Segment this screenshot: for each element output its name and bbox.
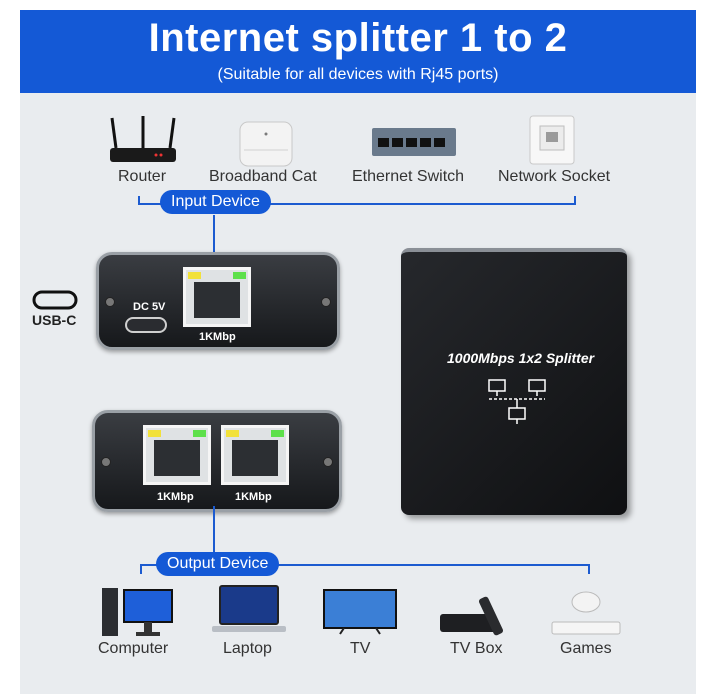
- rj45-socket-icon: [194, 282, 240, 318]
- tv-box-icon: [440, 596, 503, 636]
- output-panel: 1KMbp 1KMbp: [92, 410, 342, 512]
- input-bracket-left: [138, 196, 140, 204]
- computer-icon: [102, 588, 173, 636]
- led-yellow: [188, 272, 201, 279]
- output-label-tv-box: TV Box: [450, 640, 503, 657]
- game-console-icon: [551, 591, 621, 635]
- page-subtitle: (Suitable for all devices with Rj45 port…: [217, 66, 499, 83]
- output-label-laptop: Laptop: [223, 640, 272, 657]
- input-label-broadband-cat: Broadband Cat: [209, 168, 317, 185]
- title-banner: Internet splitter 1 to 2 (Suitable for a…: [20, 10, 696, 93]
- usb-c-label: USB-C: [32, 312, 77, 328]
- rj45-output-port-2: [221, 425, 289, 485]
- input-label-ethernet-switch: Ethernet Switch: [352, 168, 465, 185]
- laptop-icon: [212, 585, 286, 632]
- network-socket-icon: [529, 115, 575, 165]
- screw-icon: [323, 457, 333, 467]
- led-green: [271, 430, 284, 437]
- usb-c-icon: [32, 290, 78, 310]
- input-panel: DC 5V 1KMbp: [96, 252, 340, 350]
- input-bracket-line: [138, 203, 576, 205]
- input-port-label: 1KMbp: [199, 331, 236, 343]
- led-yellow: [148, 430, 161, 437]
- ethernet-switch-icon: [372, 128, 456, 156]
- output-label-computer: Computer: [98, 640, 169, 657]
- led-green: [193, 430, 206, 437]
- output-device-label: Output Device: [156, 552, 280, 576]
- router-icon: [110, 116, 176, 162]
- screw-icon: [101, 457, 111, 467]
- tv-icon: [323, 589, 397, 635]
- led-green: [233, 272, 246, 279]
- input-bracket-right: [574, 196, 576, 204]
- input-link-line: [213, 215, 215, 269]
- output-label-games: Games: [560, 640, 612, 657]
- network-topology-icon: [488, 379, 546, 424]
- input-label-router: Router: [118, 168, 167, 185]
- broadband-cat-icon: [239, 121, 293, 167]
- output-port-label-2: 1KMbp: [235, 491, 272, 503]
- rj45-socket-icon: [154, 440, 200, 476]
- output-bracket-right: [588, 564, 590, 574]
- input-device-label: Input Device: [160, 190, 271, 214]
- output-bracket-left: [140, 564, 142, 574]
- output-label-tv: TV: [350, 640, 371, 657]
- led-yellow: [226, 430, 239, 437]
- input-label-network-socket: Network Socket: [498, 168, 611, 185]
- output-port-label-1: 1KMbp: [157, 491, 194, 503]
- page-title: Internet splitter 1 to 2: [148, 16, 568, 60]
- splitter-device: 1000Mbps 1x2 Splitter: [401, 248, 627, 515]
- splitter-title: 1000Mbps 1x2 Splitter: [447, 350, 595, 366]
- rj45-output-port-1: [143, 425, 211, 485]
- screw-icon: [321, 297, 331, 307]
- screw-icon: [105, 297, 115, 307]
- output-bracket-line: [140, 564, 590, 566]
- product-image: Internet splitter 1 to 2 (Suitable for a…: [20, 10, 696, 694]
- rj45-socket-icon: [232, 440, 278, 476]
- rj45-input-port: [183, 267, 251, 327]
- dc-label: DC 5V: [133, 301, 166, 313]
- output-link-line: [213, 506, 215, 564]
- usb-c-port-icon: [125, 317, 167, 333]
